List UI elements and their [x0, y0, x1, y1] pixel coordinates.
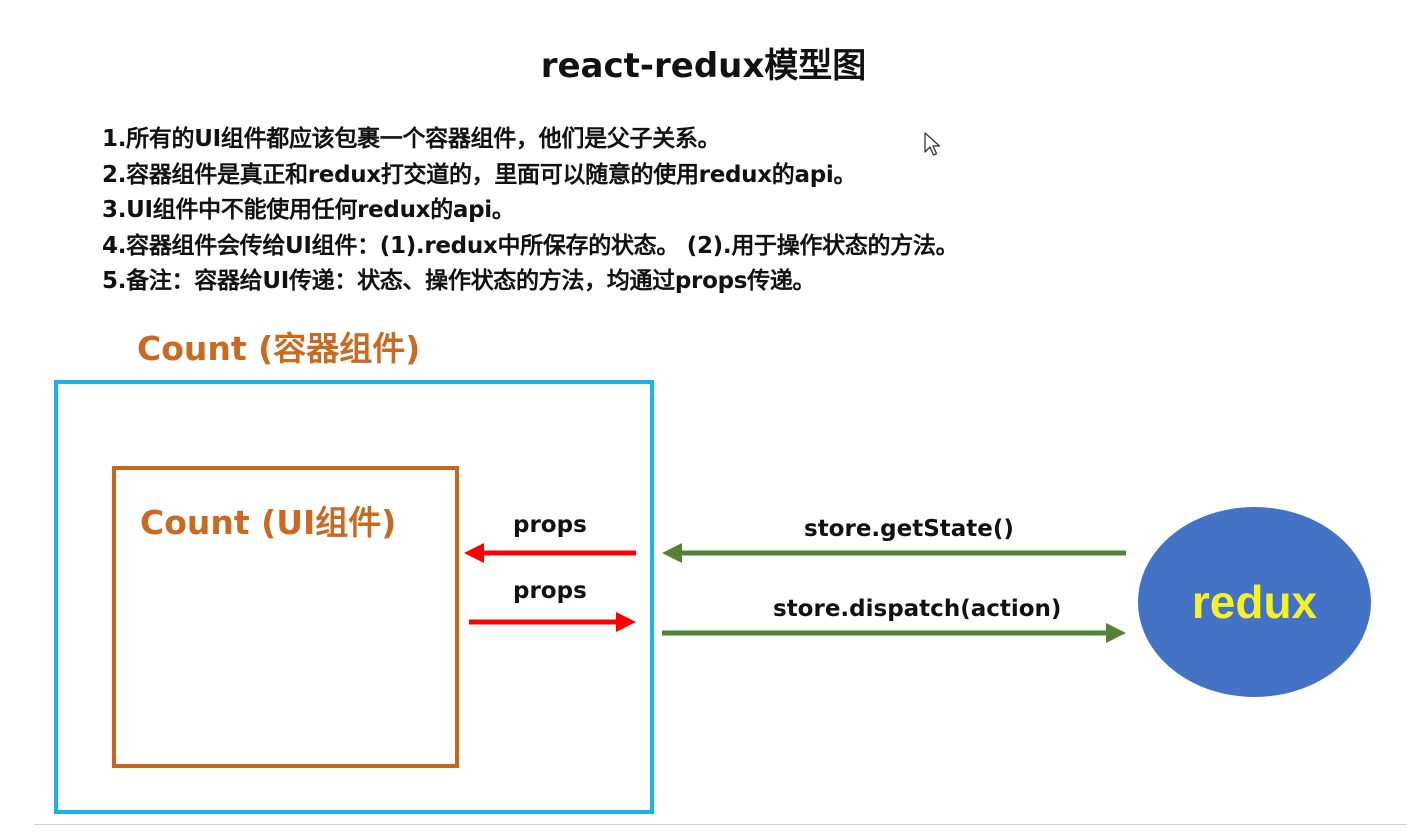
get-state-label: store.getState()	[804, 516, 1014, 542]
ui-component-label: Count (UI组件)	[140, 503, 397, 542]
props-out-label: props	[513, 578, 587, 604]
notes-list: 1.所有的UI组件都应该包裹一个容器组件，他们是父子关系。 2.容器组件是真正和…	[102, 122, 959, 300]
dispatch-label: store.dispatch(action)	[773, 596, 1062, 622]
get-state-arrow	[662, 543, 1126, 563]
redux-label: redux	[1191, 576, 1318, 628]
note-item: 4.容器组件会传给UI组件：(1).redux中所保存的状态。 (2).用于操作…	[102, 232, 959, 259]
note-item: 1.所有的UI组件都应该包裹一个容器组件，他们是父子关系。	[102, 126, 721, 152]
redux-store-node: redux	[1138, 507, 1371, 697]
container-component-label: Count (容器组件)	[137, 329, 421, 368]
diagram-title: react-redux模型图	[540, 46, 867, 86]
note-item: 2.容器组件是真正和redux打交道的，里面可以随意的使用redux的api。	[102, 161, 857, 188]
ui-component-box	[112, 466, 459, 768]
bottom-divider	[34, 824, 1407, 825]
props-out-arrow	[469, 612, 636, 632]
container-component-box	[54, 380, 654, 814]
note-item: 3.UI组件中不能使用任何redux的api。	[102, 197, 515, 223]
props-in-label: props	[513, 512, 587, 538]
mouse-cursor-icon	[924, 132, 941, 156]
dispatch-arrow	[662, 623, 1126, 643]
note-item: 5.备注：容器给UI传递：状态、操作状态的方法，均通过props传递。	[102, 268, 816, 294]
props-in-arrow	[464, 543, 636, 563]
